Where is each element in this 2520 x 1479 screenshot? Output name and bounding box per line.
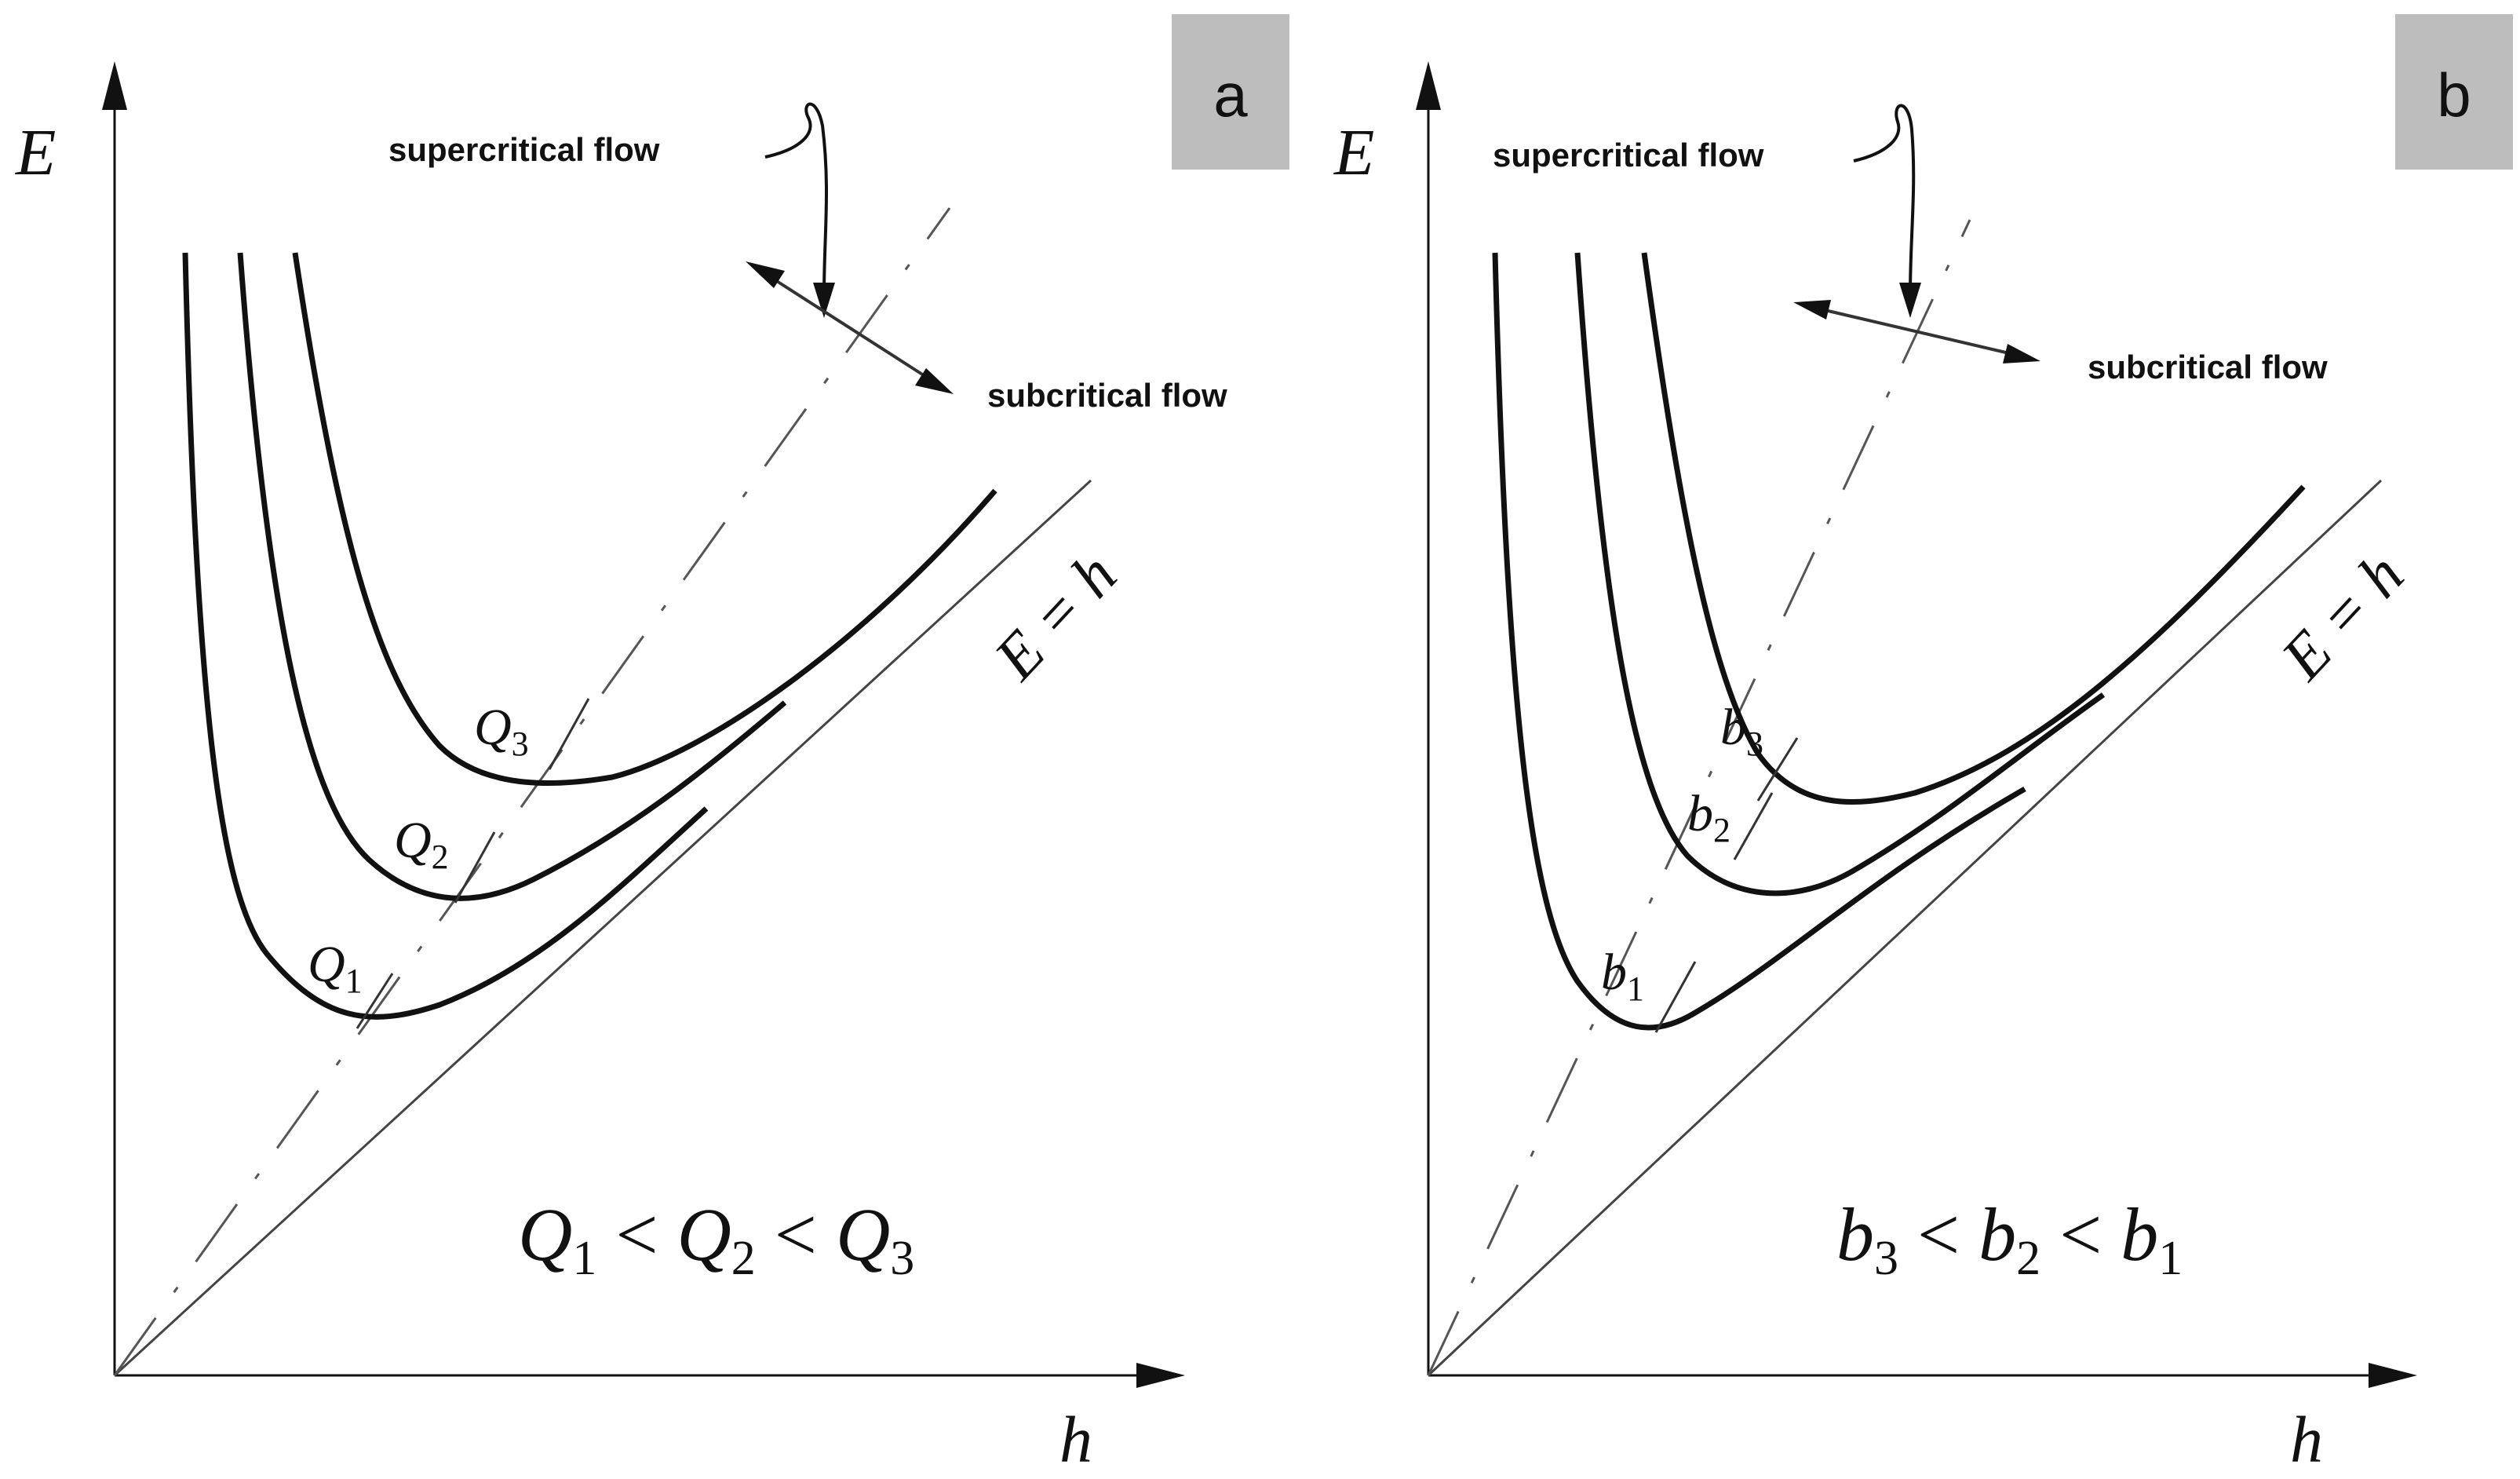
pointer-arrow bbox=[1853, 104, 1916, 295]
x-axis-label: h bbox=[1059, 1404, 1092, 1477]
curve-b2 bbox=[1574, 252, 2106, 897]
curve-label-q1: Q1 bbox=[308, 936, 363, 1000]
curve-label-b1: b1 bbox=[1601, 944, 1644, 1008]
x-axis-label: h bbox=[2290, 1404, 2323, 1477]
curve-b3 bbox=[1641, 252, 2306, 805]
e-equals-h-label: E = h bbox=[2268, 541, 2417, 693]
relation-text: b3<b2<b1 bbox=[1836, 1192, 2183, 1285]
pointer-arrow-head-icon bbox=[813, 283, 835, 318]
e-equals-h-line bbox=[1427, 479, 2383, 1377]
supercritical-flow-label: supercritical flow bbox=[388, 131, 660, 168]
e-equals-h-line bbox=[113, 479, 1092, 1377]
y-axis-arrow-icon bbox=[102, 61, 127, 110]
flow-direction-arrow bbox=[771, 277, 928, 378]
curve-label-q3: Q3 bbox=[474, 699, 529, 763]
flow-arrow-left-icon bbox=[746, 261, 785, 288]
x-axis-arrow-icon bbox=[1136, 1363, 1185, 1388]
relation-text: Q1<Q2<Q3 bbox=[518, 1192, 914, 1285]
label-tick-q1 bbox=[356, 973, 394, 1029]
panel-a: Q1 Q2 Q3 E h E = h Q1<Q2<Q3 supercritica… bbox=[15, 14, 1289, 1477]
label-tick-b3 bbox=[1756, 737, 1799, 802]
curve-q1 bbox=[182, 252, 709, 1020]
panel-tag-box bbox=[2395, 14, 2513, 170]
x-axis-arrow-icon bbox=[2369, 1363, 2417, 1388]
curve-q3 bbox=[292, 252, 997, 787]
e-equals-h-label: E = h bbox=[981, 541, 1130, 693]
supercritical-flow-label: supercritical flow bbox=[1493, 137, 1764, 173]
y-axis-arrow-icon bbox=[1416, 61, 1441, 110]
critical-depth-line bbox=[113, 207, 951, 1376]
curve-q2 bbox=[237, 252, 787, 901]
curve-label-b2: b2 bbox=[1687, 785, 1730, 849]
panel-tag: b bbox=[2437, 60, 2471, 130]
pointer-arrow bbox=[764, 102, 829, 295]
curve-label-q2: Q2 bbox=[394, 812, 449, 876]
panel-tag: a bbox=[1213, 60, 1248, 130]
flow-arrow-right-icon bbox=[2003, 344, 2040, 363]
flow-direction-arrow bbox=[1824, 309, 2010, 355]
flow-arrow-left-icon bbox=[1793, 300, 1831, 320]
pointer-arrow-head-icon bbox=[1899, 283, 1921, 318]
label-tick-q3 bbox=[548, 698, 590, 770]
label-tick-q2 bbox=[454, 831, 496, 904]
panel-b: b1 b2 b3 E h E = h b3<b2<b1 supercritica… bbox=[1333, 14, 2513, 1477]
subcritical-flow-label: subcritical flow bbox=[987, 377, 1227, 414]
panel-tag-box bbox=[1172, 14, 1289, 170]
curve-b1 bbox=[1492, 252, 2026, 1031]
label-tick-b2 bbox=[1733, 792, 1774, 860]
subcritical-flow-label: subcritical flow bbox=[2088, 349, 2328, 385]
curve-label-b3: b3 bbox=[1720, 699, 1763, 763]
y-axis-label: E bbox=[1333, 116, 1374, 189]
flow-arrow-right-icon bbox=[915, 368, 954, 394]
label-tick-b1 bbox=[1654, 961, 1697, 1033]
y-axis-label: E bbox=[15, 116, 56, 189]
